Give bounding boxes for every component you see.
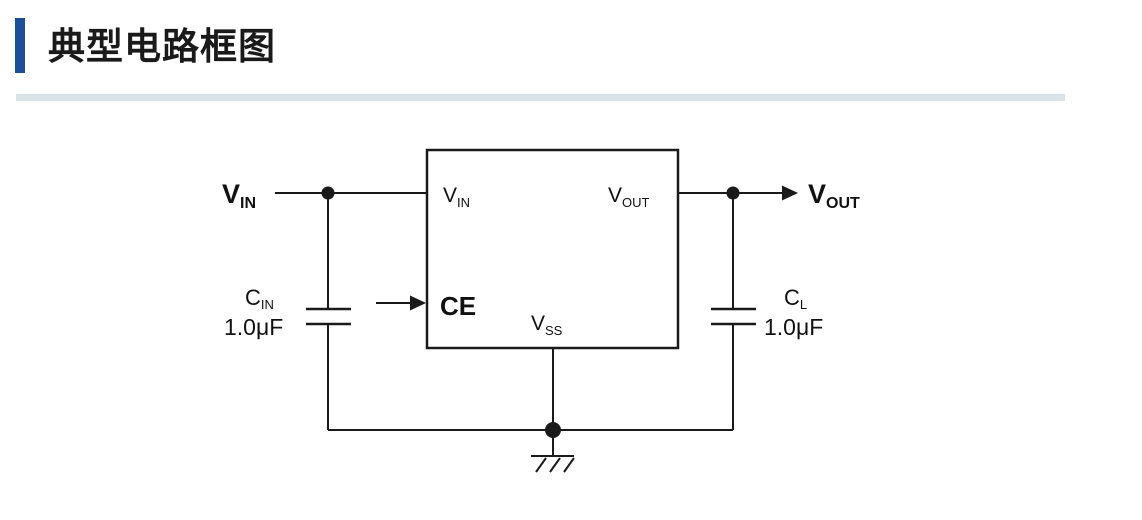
cin-value-label: 1.0μF [224, 314, 283, 340]
ground-symbol-icon [531, 430, 575, 473]
ce-arrow [376, 295, 426, 311]
cl-name-label: CL [784, 285, 807, 312]
ground-net [328, 348, 733, 473]
output-arrowhead-icon [782, 185, 798, 201]
ce-arrowhead-icon [410, 295, 426, 311]
ext-vout-label: VOUT [808, 179, 860, 212]
cin-name-label: CIN [245, 285, 274, 312]
input-net [275, 186, 427, 430]
ic-pin-vss-label: VSS [531, 312, 563, 338]
ic-pin-vout-label: VOUT [608, 184, 650, 210]
output-net [678, 185, 798, 430]
ground-hatch-3 [563, 457, 575, 473]
ic-pin-ce-label: CE [440, 291, 476, 321]
cl-value-label: 1.0μF [764, 314, 823, 340]
ic-body [425, 148, 680, 350]
ground-hatch-2 [549, 457, 561, 473]
ext-vin-label: VIN [222, 179, 256, 212]
ic-block: VIN VOUT CE VSS [425, 148, 680, 350]
ground-hatch-1 [535, 457, 547, 473]
section-divider [16, 94, 1065, 101]
section-title: 典型电路框图 [48, 26, 276, 67]
ic-pin-vin-label: VIN [443, 184, 470, 210]
title-accent-bar [15, 18, 25, 73]
